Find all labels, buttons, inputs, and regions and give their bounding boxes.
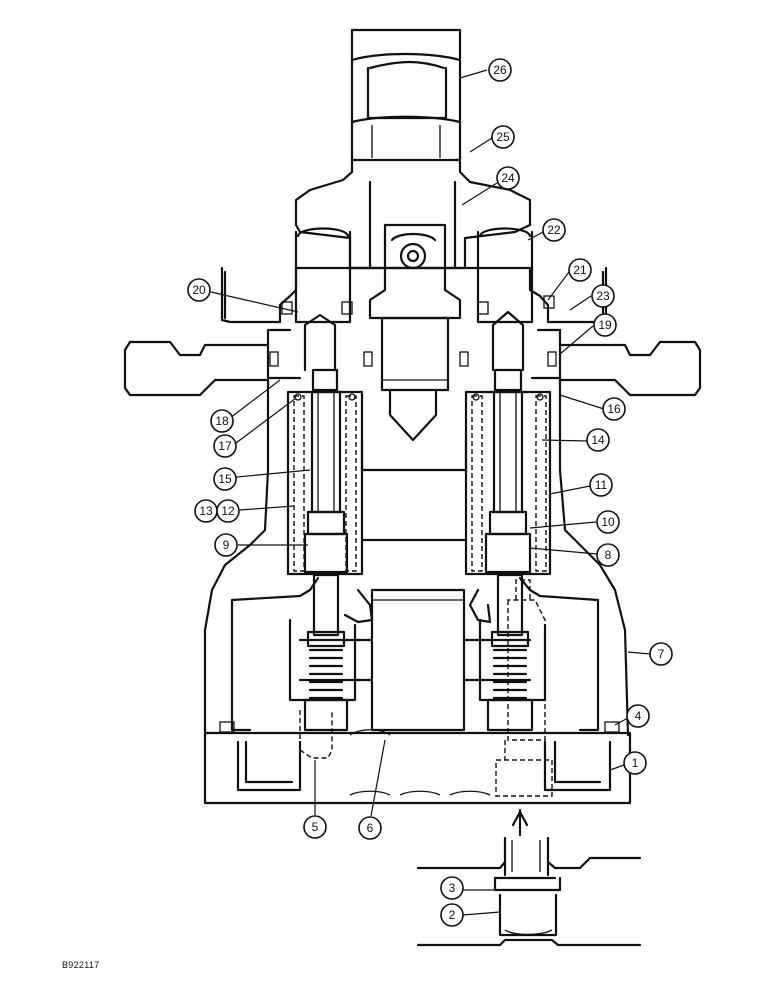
svg-text:17: 17 bbox=[218, 439, 232, 453]
callout-23: 23 bbox=[591, 284, 615, 308]
svg-text:19: 19 bbox=[598, 318, 612, 332]
callout-21: 21 bbox=[568, 258, 592, 282]
left-valve-column bbox=[269, 227, 373, 576]
callout-14: 14 bbox=[586, 428, 610, 452]
callout-20: 20 bbox=[187, 278, 211, 302]
right-lower-spool bbox=[486, 573, 553, 797]
callout-18: 18 bbox=[210, 409, 234, 433]
callout-16: 16 bbox=[602, 397, 626, 421]
callout-2: 2 bbox=[440, 903, 464, 927]
callout-7: 7 bbox=[649, 642, 673, 666]
svg-text:11: 11 bbox=[595, 478, 608, 492]
central-stem bbox=[380, 316, 450, 442]
callout-3: 3 bbox=[440, 876, 464, 900]
svg-text:3: 3 bbox=[449, 881, 456, 895]
plunger-head bbox=[368, 223, 462, 320]
callout-4: 4 bbox=[626, 704, 650, 728]
callouts: 26 25 24 22 21 23 19 20 18 17 16 14 15 1… bbox=[187, 58, 673, 927]
svg-text:5: 5 bbox=[312, 820, 319, 834]
callout-6: 6 bbox=[358, 816, 382, 840]
svg-text:7: 7 bbox=[658, 647, 665, 661]
callout-24: 24 bbox=[496, 166, 520, 190]
svg-text:18: 18 bbox=[215, 414, 229, 428]
svg-text:6: 6 bbox=[367, 821, 374, 835]
callout-22: 22 bbox=[542, 218, 566, 242]
callout-12: 12 bbox=[216, 499, 240, 523]
callout-5: 5 bbox=[303, 815, 327, 839]
callout-1: 1 bbox=[623, 751, 647, 775]
svg-text:24: 24 bbox=[501, 171, 515, 185]
svg-text:23: 23 bbox=[596, 289, 610, 303]
svg-text:4: 4 bbox=[635, 709, 642, 723]
svg-text:8: 8 bbox=[605, 548, 612, 562]
svg-text:12: 12 bbox=[221, 504, 235, 518]
svg-text:10: 10 bbox=[601, 515, 615, 529]
svg-text:14: 14 bbox=[591, 433, 605, 447]
svg-text:26: 26 bbox=[493, 63, 507, 77]
callout-15: 15 bbox=[213, 467, 237, 491]
svg-text:1: 1 bbox=[632, 756, 639, 770]
callout-9: 9 bbox=[214, 533, 238, 557]
callout-11: 11 bbox=[589, 473, 613, 497]
svg-text:2: 2 bbox=[449, 908, 456, 922]
svg-text:9: 9 bbox=[223, 538, 230, 552]
inset-detail bbox=[416, 808, 642, 947]
callout-10: 10 bbox=[596, 510, 620, 534]
callout-25: 25 bbox=[491, 125, 515, 149]
main-body bbox=[203, 378, 630, 737]
svg-text:20: 20 bbox=[192, 283, 206, 297]
svg-text:25: 25 bbox=[496, 130, 510, 144]
left-lower-spool bbox=[299, 573, 349, 759]
right-valve-column bbox=[459, 227, 557, 576]
callout-26: 26 bbox=[488, 58, 512, 82]
callout-13: 13 bbox=[194, 499, 218, 523]
callout-19: 19 bbox=[593, 313, 617, 337]
svg-text:21: 21 bbox=[573, 263, 587, 277]
svg-text:16: 16 bbox=[607, 402, 621, 416]
svg-text:22: 22 bbox=[547, 223, 561, 237]
svg-text:15: 15 bbox=[218, 472, 232, 486]
svg-text:13: 13 bbox=[199, 504, 213, 518]
callout-17: 17 bbox=[213, 434, 237, 458]
side-flanges bbox=[123, 340, 702, 397]
base-plate bbox=[203, 721, 632, 805]
callout-8: 8 bbox=[596, 543, 620, 567]
drawing-id-label: B922117 bbox=[62, 960, 100, 970]
handle-nut-assembly bbox=[350, 28, 462, 162]
leader-lines bbox=[210, 69, 651, 916]
